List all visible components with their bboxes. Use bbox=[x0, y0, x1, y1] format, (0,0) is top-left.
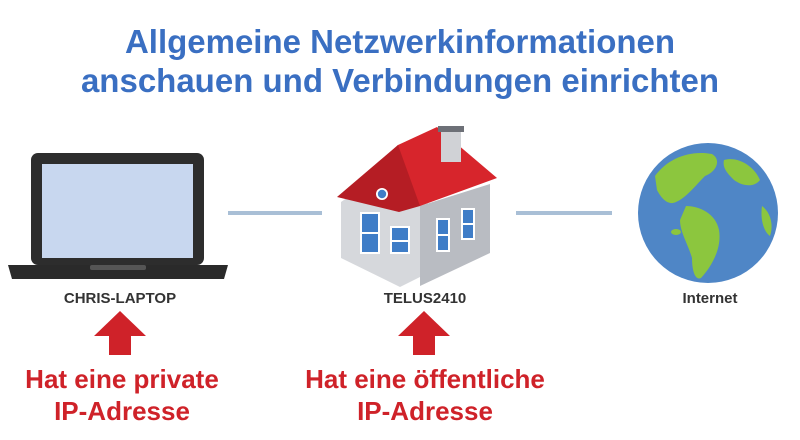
internet-label: Internet bbox=[682, 290, 738, 307]
globe-icon bbox=[638, 143, 778, 283]
up-arrow-icon bbox=[398, 311, 450, 355]
laptop-callout-line-2: IP-Adresse bbox=[54, 396, 190, 426]
router-label: TELUS2410 bbox=[383, 290, 467, 307]
house-icon bbox=[337, 126, 497, 287]
up-arrow-icon bbox=[94, 311, 146, 355]
title-line-1: Allgemeine Netzwerkinformationen bbox=[124, 23, 676, 60]
laptop-icon bbox=[8, 153, 228, 279]
title-line-2: anschauen und Verbindungen einrichten bbox=[80, 62, 720, 99]
router-callout: Hat eine öffentliche IP-Adresse bbox=[270, 363, 580, 427]
page-title: Allgemeine Netzwerkinformationen anschau… bbox=[0, 22, 800, 100]
laptop-label: CHRIS-LAPTOP bbox=[63, 290, 177, 307]
laptop-callout: Hat eine private IP-Adresse bbox=[0, 363, 244, 427]
router-callout-line-2: IP-Adresse bbox=[357, 396, 493, 426]
laptop-callout-line-1: Hat eine private bbox=[25, 364, 219, 394]
router-callout-line-1: Hat eine öffentliche bbox=[305, 364, 545, 394]
